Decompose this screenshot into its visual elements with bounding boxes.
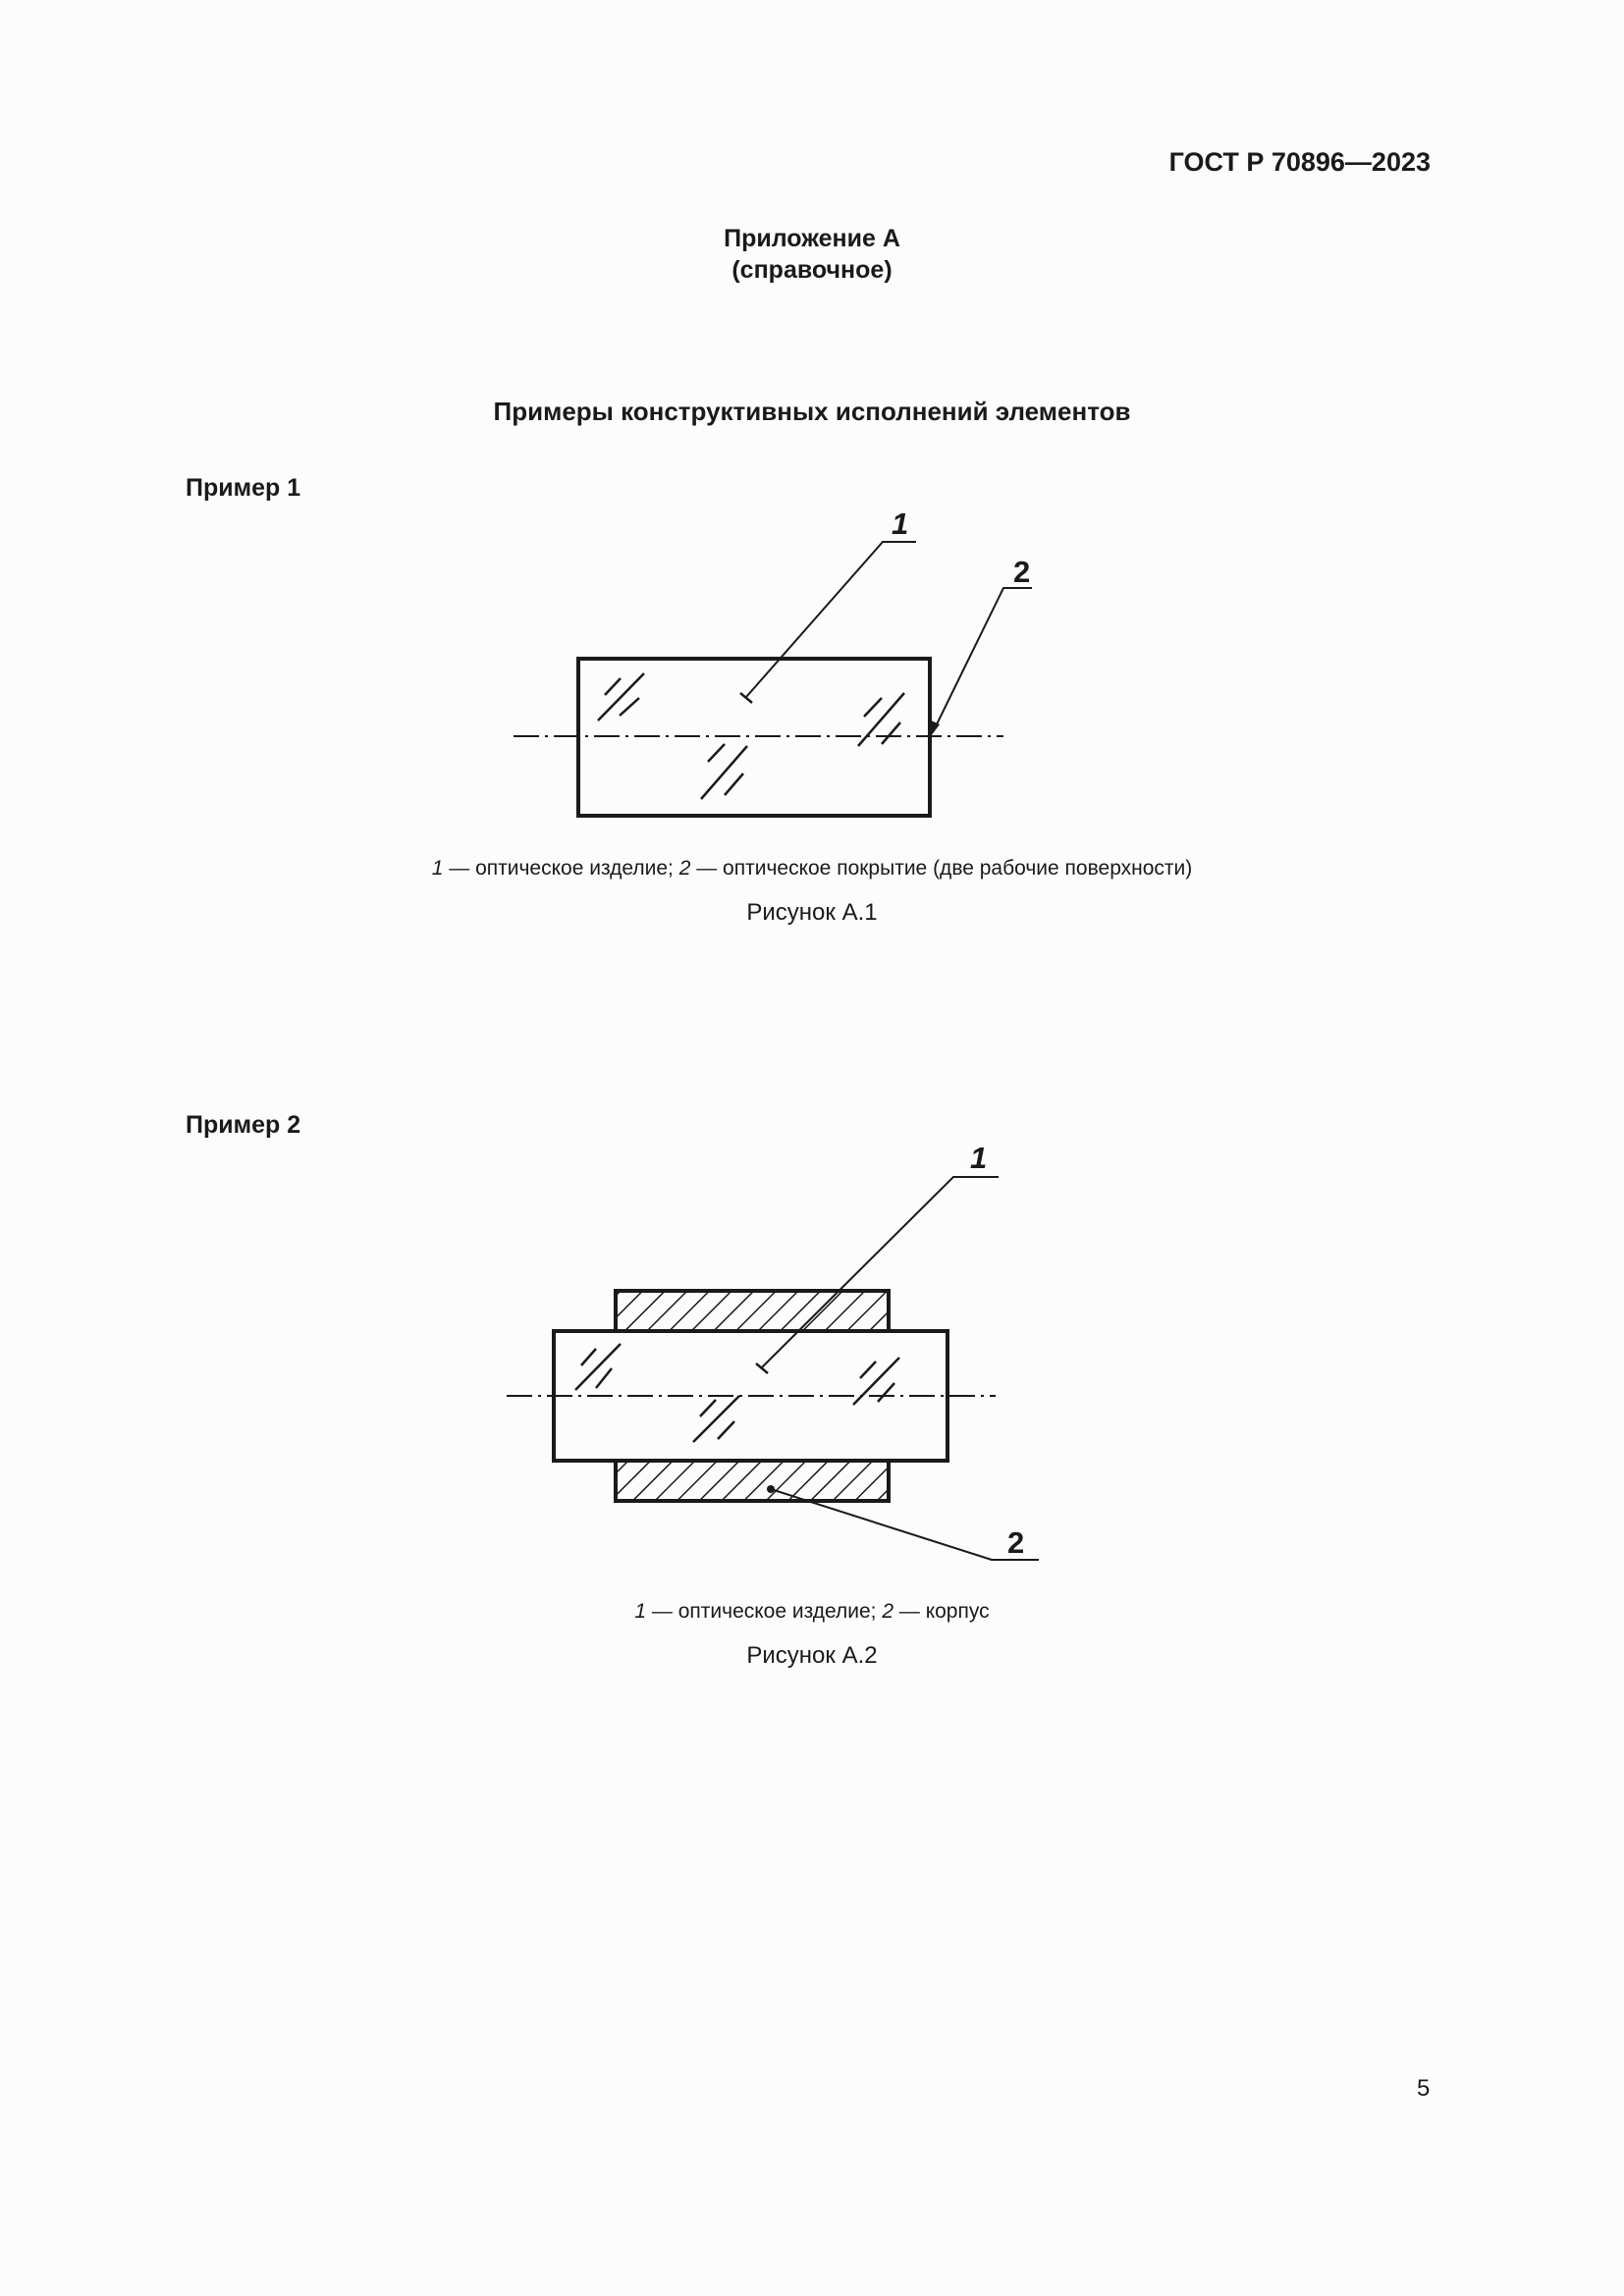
callout-2: 2 bbox=[929, 555, 1032, 736]
legend-text: — оптическое изделие; bbox=[646, 1600, 883, 1623]
svg-text:1: 1 bbox=[892, 507, 908, 541]
figure-a1-drawing: 1 2 bbox=[514, 507, 1032, 818]
svg-text:2: 2 bbox=[1013, 555, 1030, 589]
example-2-label: Пример 2 bbox=[186, 1111, 301, 1139]
callout-1: 1 bbox=[755, 1141, 999, 1374]
arrowhead-icon bbox=[929, 720, 940, 736]
figure-a1-caption: Рисунок А.1 bbox=[746, 899, 878, 926]
svg-text:1: 1 bbox=[970, 1141, 987, 1175]
document-code: ГОСТ Р 70896—2023 bbox=[1168, 147, 1431, 177]
section-title: Примеры конструктивных исполнений элемен… bbox=[493, 397, 1131, 426]
legend-text: — оптическое изделие; bbox=[443, 857, 679, 880]
legend-text: — оптическое покрытие (две рабочие повер… bbox=[690, 857, 1193, 880]
legend-num: 1 bbox=[634, 1600, 647, 1623]
figure-a2-drawing: 1 2 bbox=[507, 1141, 1039, 1561]
figure-a1-legend: 1 — оптическое изделие; 2 — оптическое п… bbox=[0, 857, 1624, 881]
page-number: 5 bbox=[1417, 2075, 1431, 2102]
legend-num: 2 bbox=[882, 1600, 894, 1623]
housing-bottom-hatched bbox=[614, 1459, 891, 1503]
callout-1: 1 bbox=[739, 507, 916, 704]
callout-2: 2 bbox=[767, 1485, 1039, 1561]
figure-a2-legend: 1 — оптическое изделие; 2 — корпус bbox=[0, 1600, 1624, 1624]
svg-text:2: 2 bbox=[1007, 1525, 1024, 1560]
legend-num: 2 bbox=[678, 857, 691, 880]
legend-text: — корпус bbox=[893, 1600, 990, 1623]
optical-element-rect bbox=[576, 657, 932, 818]
example-1-label: Пример 1 bbox=[186, 474, 301, 502]
glass-symbol-marks bbox=[574, 1343, 900, 1443]
glass-symbol-marks bbox=[597, 672, 905, 800]
housing-top-hatched bbox=[614, 1289, 891, 1333]
legend-num: 1 bbox=[431, 857, 444, 880]
leader-dot-icon bbox=[767, 1485, 775, 1493]
figure-a2-caption: Рисунок А.2 bbox=[746, 1642, 878, 1669]
appendix-title: Приложение А bbox=[724, 225, 900, 252]
appendix-type: (справочное) bbox=[731, 256, 893, 284]
